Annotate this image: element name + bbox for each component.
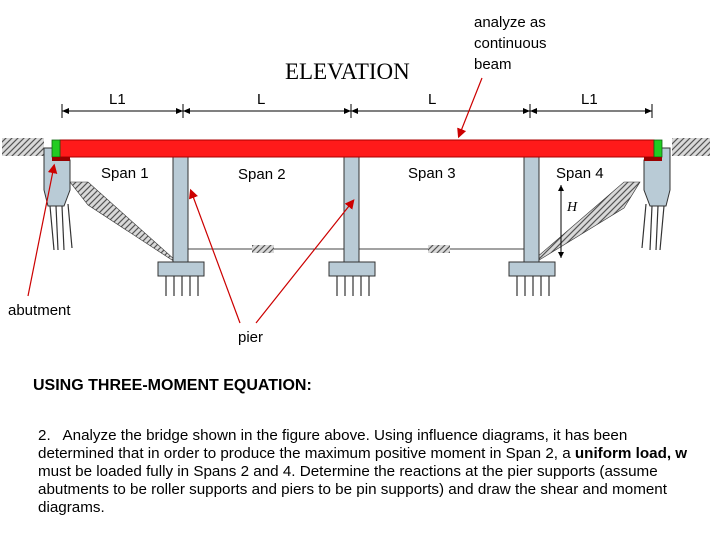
dim-label-l-right: L [428, 91, 436, 108]
span-3-label: Span 3 [408, 165, 456, 182]
abutment-callout: abutment [8, 302, 71, 319]
section-heading: USING THREE-MOMENT EQUATION: [33, 377, 312, 394]
dim-label-l1-right: L1 [581, 91, 598, 108]
abutment-right [641, 147, 671, 251]
abutment-seat-left [52, 157, 70, 161]
dim-label-l1-left: L1 [109, 91, 126, 108]
beam-callout-line-2: continuous [474, 35, 547, 52]
pier-callout: pier [238, 329, 263, 346]
bearing-right [653, 139, 663, 158]
bearing-left [51, 139, 61, 158]
pier-3 [508, 156, 556, 296]
abutment-left [43, 147, 73, 251]
problem-text-1: Analyze the bridge shown in the figure a… [38, 427, 628, 462]
problem-number: 2. [38, 427, 51, 444]
dimension-line [61, 104, 653, 118]
problem-statement: 2. Analyze the bridge shown in the figur… [38, 427, 703, 517]
beam-callout-line-1: analyze as [474, 14, 546, 31]
elevation-title: ELEVATION [285, 59, 410, 84]
pier-2 [328, 156, 376, 296]
pier-callout-arrow-1 [189, 188, 241, 324]
dim-label-l-left: L [257, 91, 265, 108]
abutment-seat-right [644, 157, 662, 161]
span-4-label: Span 4 [556, 165, 604, 182]
problem-bold-term: uniform load, w [574, 445, 688, 462]
height-dimension [558, 185, 564, 258]
ground-left [2, 138, 176, 263]
bridge-deck [59, 139, 655, 158]
problem-text-2: must be loaded fully in Spans 2 and 4. D… [38, 463, 667, 516]
ground-line [188, 245, 525, 253]
beam-callout-arrow [457, 77, 483, 139]
span-2-label: Span 2 [238, 166, 286, 183]
abutment-callout-arrow [27, 163, 58, 297]
beam-callout-line-3: beam [474, 56, 512, 73]
pier-1 [157, 156, 205, 296]
bridge-elevation-diagram: ELEVATION L1 L L L1 [2, 14, 710, 346]
height-label: H [566, 200, 578, 215]
pier-callout-arrow-2 [255, 199, 355, 324]
span-1-label: Span 1 [101, 165, 149, 182]
